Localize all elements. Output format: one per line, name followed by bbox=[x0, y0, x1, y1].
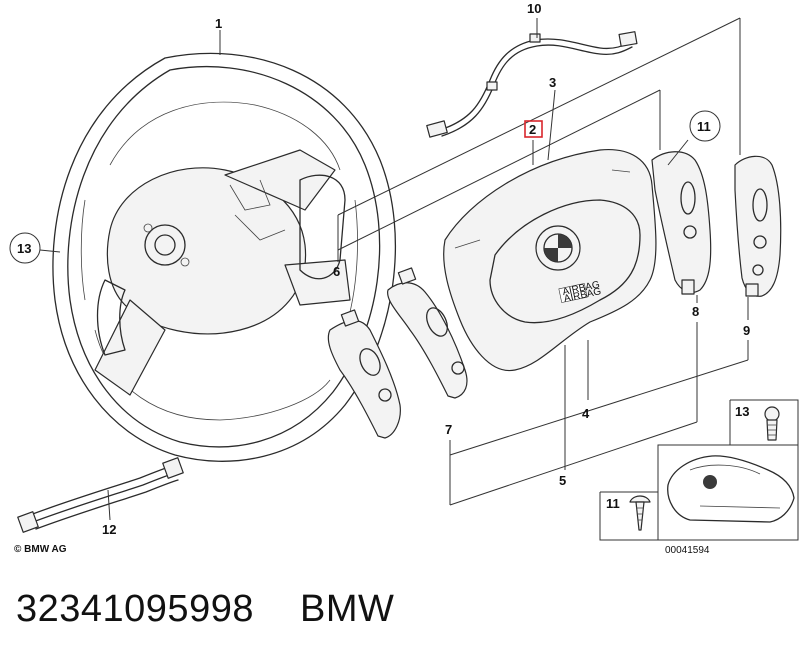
callout-11-bottom: 11 bbox=[606, 496, 620, 511]
callout-13-left: 13 bbox=[17, 241, 31, 256]
callout-2: 2 bbox=[529, 122, 536, 137]
switch-7 bbox=[387, 267, 468, 399]
callout-3: 3 bbox=[549, 75, 556, 90]
callout-10: 10 bbox=[527, 1, 541, 16]
callout-1: 1 bbox=[215, 16, 222, 31]
part-number: 32341095998 bbox=[16, 588, 254, 630]
leader-lines bbox=[39, 17, 749, 521]
location-inset bbox=[599, 399, 799, 541]
location-marker-dot bbox=[703, 475, 717, 489]
steering-wheel bbox=[52, 52, 397, 462]
callout-11-top: 11 bbox=[697, 119, 711, 134]
switch-left-6 bbox=[327, 309, 401, 439]
callout-9: 9 bbox=[743, 323, 750, 338]
callout-6: 6 bbox=[333, 264, 340, 279]
image-number: 00041594 bbox=[665, 545, 710, 556]
callout-8: 8 bbox=[692, 304, 699, 319]
brand-name: BMW bbox=[299, 588, 395, 630]
callout-2-highlight bbox=[524, 120, 543, 138]
callout-4: 4 bbox=[582, 406, 590, 421]
callout-13-right: 13 bbox=[735, 404, 749, 419]
wiring-harness-10 bbox=[426, 31, 638, 138]
callout-5: 5 bbox=[559, 473, 566, 488]
callout-7: 7 bbox=[445, 422, 452, 437]
switch-9 bbox=[734, 155, 782, 297]
wiring-harness-12 bbox=[17, 457, 184, 533]
part-number-caption: 32341095998 BMW bbox=[16, 588, 440, 631]
callouts: 1 2 3 4 5 6 7 8 9 10 11 11 12 13 13 bbox=[9, 1, 750, 537]
copyright-text: © BMW AG bbox=[14, 544, 67, 555]
switch-8 bbox=[651, 151, 712, 295]
callout-12: 12 bbox=[102, 522, 116, 537]
airbag-module: AIRBAG AIRBAG bbox=[443, 148, 657, 372]
